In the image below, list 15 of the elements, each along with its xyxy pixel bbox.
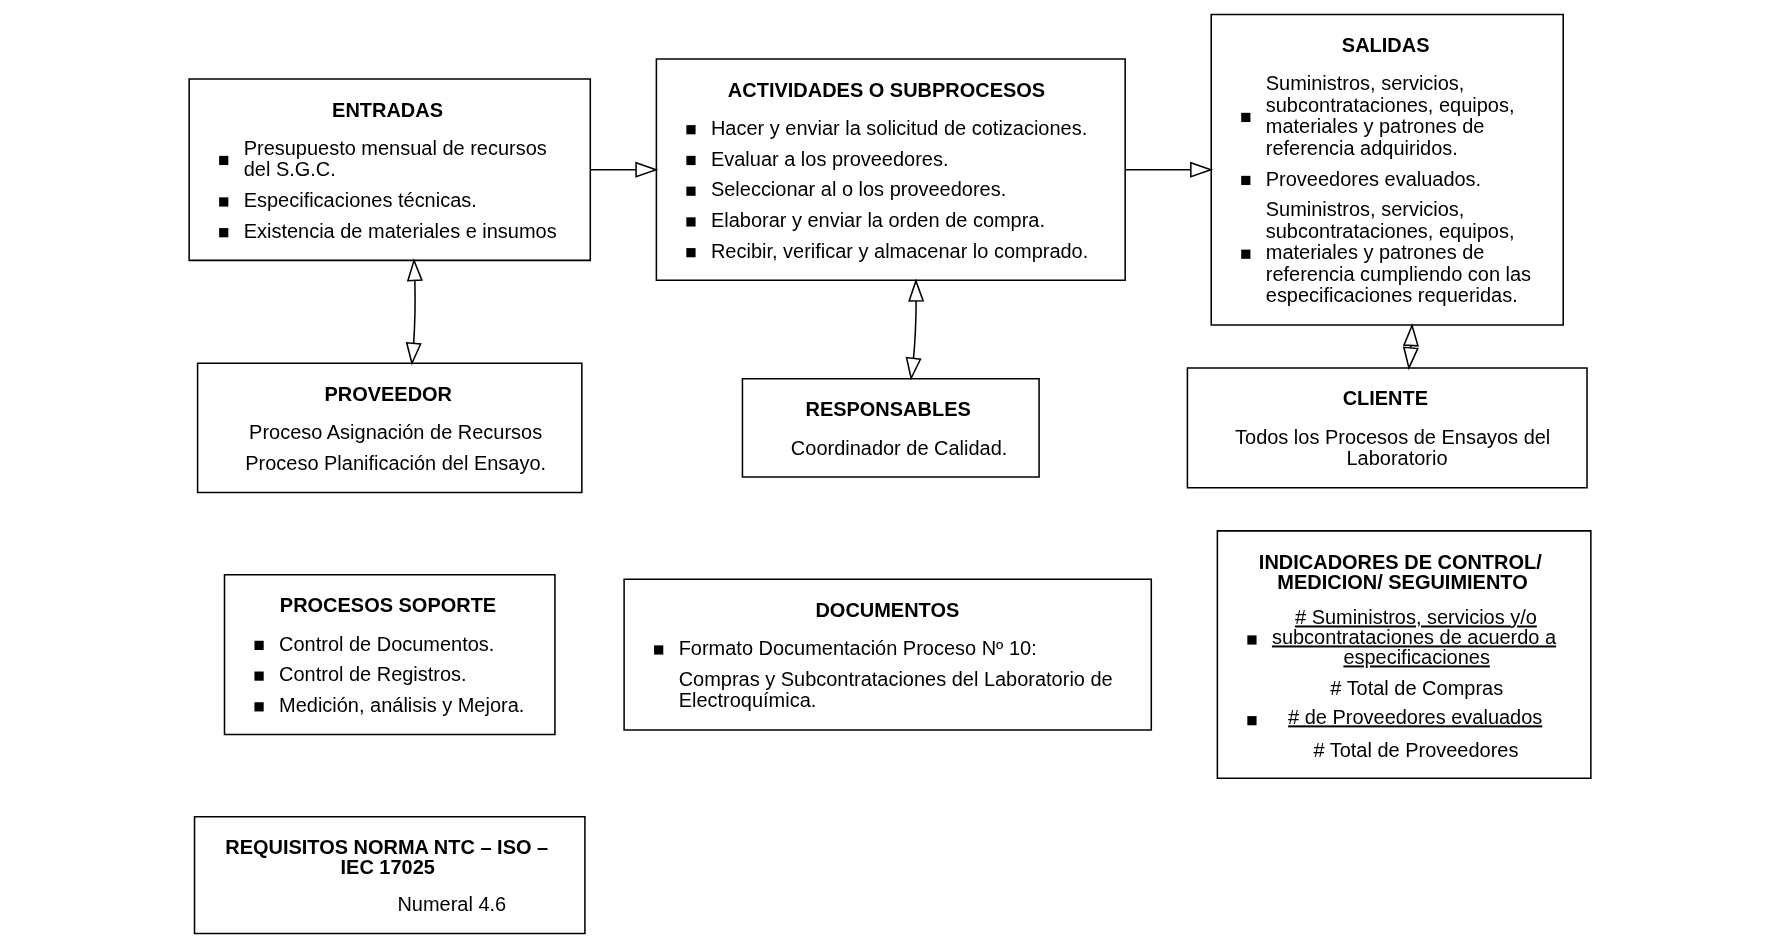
node-box: RESPONSABLES Coordinador de Calidad. [741,377,1040,478]
node-box: SALIDAS Suministros, servicios, subcontrataciones, equipos, materiales y patrones de referencia adquiridos. Proveedores evaluados. Suministros, servicios, subcontrataciones, equipos, materiales y patrones de referencia cumpliendo con las especificaciones requeridas. [1210,13,1564,326]
node-box: INDICADORES DE CONTROL/ MEDICION/ SEGUIMIENTO # Suministros, servicios y/o subcontrataciones de acuerdo a especificaciones # Total de Compras # de Proveedores evaluados # Total de Proveedores [1216,530,1592,780]
arrow [1402,323,1419,371]
arrow [589,161,659,178]
node-box: REQUISITOS NORMA NTC – ISO – IEC 17025 Numeral 4.6 [193,815,586,935]
node-box: ENTRADAS Presupuesto mensual de recursos del S.G.C. Especificaciones técnicas. Existencia de materiales e insumos [188,78,592,262]
arrow [1124,161,1214,178]
arrow [405,258,423,366]
node-box: DOCUMENTOS Formato Documentación Proceso Nº 10: Compras y Subcontrataciones del Laboratorio de Electroquímica. [623,578,1153,731]
node-box: PROCESOS SOPORTE Control de Documentos. Control de Registros. Medición, análisis y Mejora. [223,573,556,736]
node-box: ACTIVIDADES O SUBPROCESOS Hacer y enviar la solicitud de cotizaciones. Evaluar a los proveedores. Seleccionar al o los proveedores. Elaborar y enviar la orden de compra. Recibir, verificar y almacenar lo comprado. [655,58,1126,282]
node-box: PROVEEDOR Proceso Asignación de Recursos Proceso Planificación del Ensayo. [196,362,583,494]
node-box: CLIENTE Todos los Procesos de Ensayos del Laboratorio [1186,367,1588,489]
arrow [905,278,925,381]
